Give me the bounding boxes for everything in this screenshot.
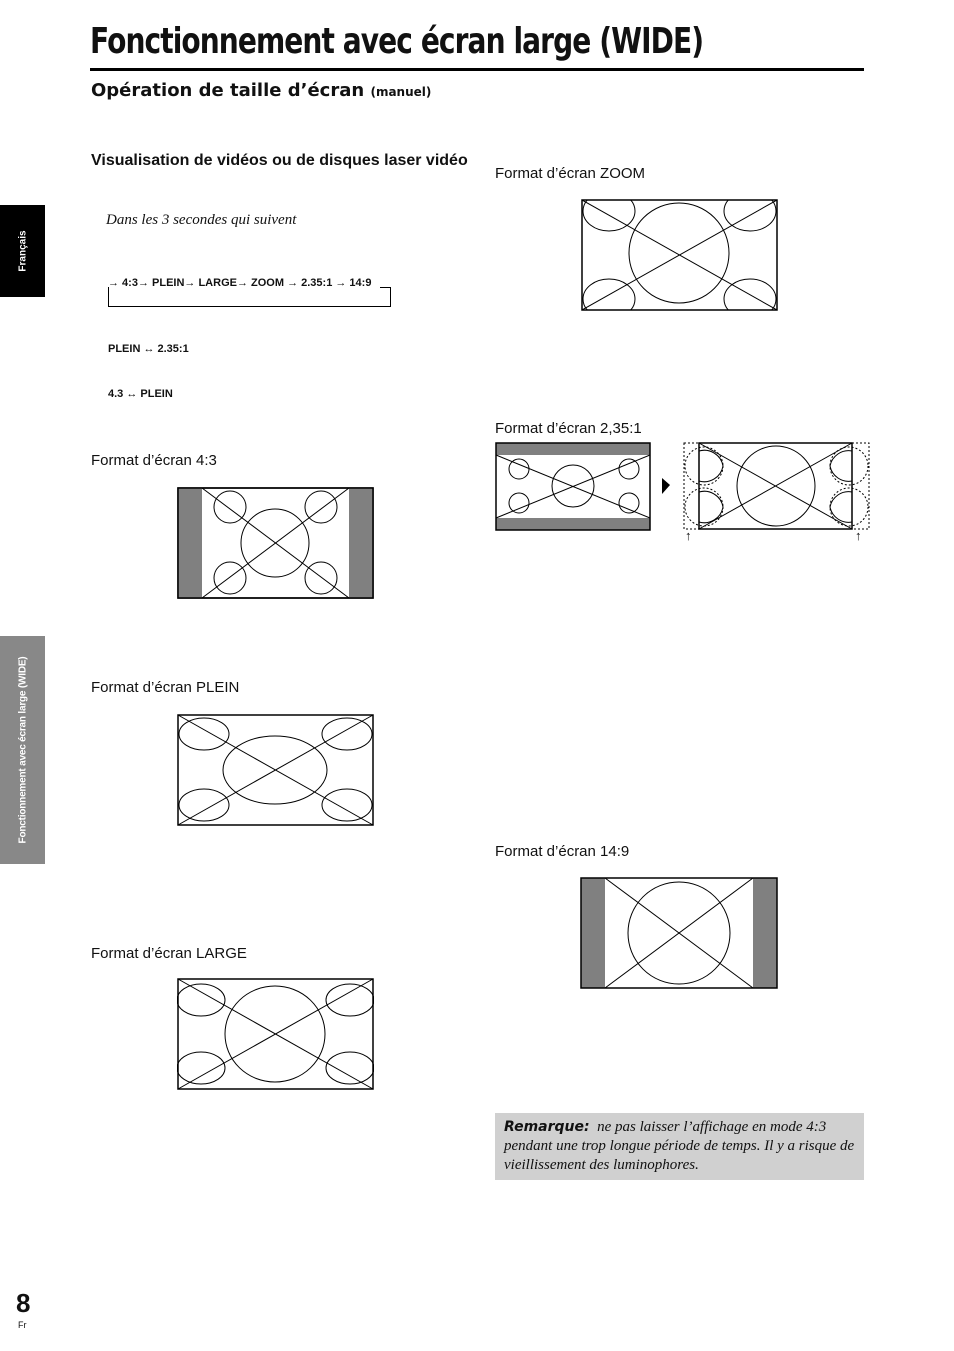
- note-text: ne pas laisser l’affichage en mode 4:3 p…: [504, 1119, 855, 1173]
- section-tab-label: Fonctionnement avec écran large (WIDE): [17, 656, 28, 844]
- diagram-43: [177, 487, 374, 599]
- diagram-plein: [177, 714, 374, 826]
- caption-zoom: Format d’écran ZOOM: [495, 165, 646, 182]
- subtitle-main: Opération de taille d’écran: [91, 80, 365, 101]
- subtitle-small: (manuel): [370, 85, 432, 99]
- caption-large: Format d’écran LARGE: [91, 945, 247, 962]
- language-tab-label: Français: [17, 230, 28, 272]
- diagram-149: [580, 877, 778, 989]
- page-language: Fr: [18, 1320, 27, 1330]
- arrow-up-left-icon: ↑: [685, 528, 692, 543]
- note-label: Remarque:: [504, 1119, 590, 1135]
- diagram-235-expanded: [683, 442, 870, 530]
- diagram-zoom: [581, 199, 778, 311]
- sequence-loop-line: [108, 287, 391, 307]
- arrow-up-right-icon: ↑: [855, 528, 862, 543]
- diagram-large: [177, 978, 374, 1090]
- caption-235: Format d’écran 2,35:1: [495, 420, 642, 437]
- page-number: 8: [16, 1288, 31, 1318]
- page-subtitle: Opération de taille d’écran (manuel): [91, 80, 431, 101]
- note-box: Remarque: ne pas laisser l’affichage en …: [495, 1113, 864, 1180]
- section-tab: Fonctionnement avec écran large (WIDE): [0, 636, 45, 864]
- diagram-235-letterbox: [495, 442, 651, 531]
- section-heading: Visualisation de vidéos ou de disques la…: [91, 152, 468, 169]
- caption-149: Format d’écran 14:9: [495, 843, 630, 860]
- format-sequence: → 4:3→ PLEIN→ LARGE→ ZOOM → 2.35:1 → 14:…: [108, 277, 372, 289]
- arrow-right-icon: [662, 478, 670, 494]
- page-title: Fonctionnement avec écran large (WIDE): [90, 21, 704, 62]
- title-rule: [90, 68, 864, 71]
- caption-43: Format d’écran 4:3: [91, 452, 217, 469]
- caption-plein: Format d’écran PLEIN: [91, 679, 240, 696]
- sequence-loop-cap: [380, 287, 390, 288]
- language-tab: Français: [0, 205, 45, 297]
- instruction-text: Dans les 3 secondes qui suivent: [106, 212, 297, 228]
- toggle-43-plein: 4.3 ↔ PLEIN: [108, 388, 173, 400]
- toggle-plein-235: PLEIN ↔ 2.35:1: [108, 343, 189, 355]
